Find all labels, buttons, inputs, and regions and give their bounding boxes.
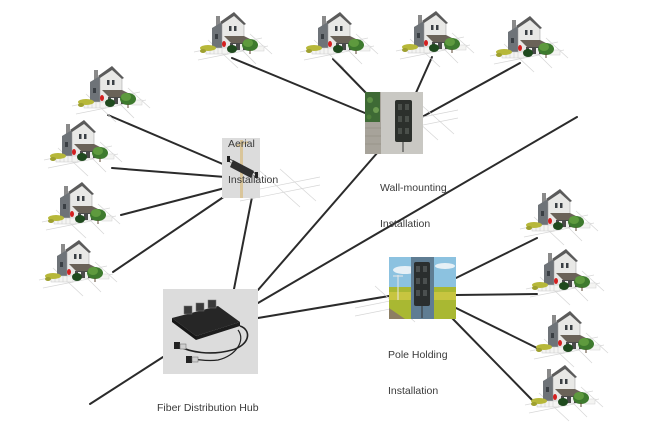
line-aerial-house-3 xyxy=(120,187,226,216)
house-pole-3 xyxy=(529,310,609,368)
line-pole-house-2 xyxy=(455,293,538,296)
line-pole-house-1 xyxy=(455,237,538,279)
wall-label-line-2: Installation xyxy=(380,218,431,230)
line-aerial-house-2 xyxy=(111,167,226,178)
pole-installation-node xyxy=(354,257,456,323)
house-aerial-1 xyxy=(71,65,151,123)
house-pole-2 xyxy=(525,248,605,306)
line-hub-bottom-left xyxy=(89,356,164,405)
wall-installation-label: Wall-mounting Installation xyxy=(380,158,447,242)
line-hub-pole xyxy=(257,295,390,319)
line-hub-top-right xyxy=(257,116,578,304)
pole-label-line-2: Installation xyxy=(388,385,439,397)
aerial-installation-node xyxy=(222,138,321,208)
pole-installation-label: Pole Holding Installation xyxy=(388,325,448,409)
wall-label-line-1: Wall-mounting xyxy=(380,182,447,194)
house-pole-1 xyxy=(519,188,599,246)
house-pole-4 xyxy=(524,364,604,422)
wall-installation-node xyxy=(365,92,459,154)
line-hub-aerial xyxy=(233,196,253,290)
line-wall-house-1 xyxy=(231,57,366,114)
aerial-installation-label: Aerial Installation xyxy=(228,114,278,198)
hub-node xyxy=(163,289,258,374)
line-wall-house-2 xyxy=(332,58,369,96)
pole-label-line-1: Pole Holding xyxy=(388,349,448,361)
hub-label: Fiber Distribution Hub xyxy=(157,378,259,426)
hub-label-line-1: Fiber Distribution Hub xyxy=(157,402,259,414)
house-aerial-4 xyxy=(38,239,118,297)
line-hub-wall xyxy=(257,151,379,291)
house-wall-2 xyxy=(299,11,379,69)
house-aerial-3 xyxy=(41,181,121,239)
line-pole-house-3 xyxy=(455,307,538,349)
line-pole-house-4 xyxy=(451,317,536,404)
line-aerial-house-1 xyxy=(107,114,226,166)
aerial-label-line-1: Aerial xyxy=(228,138,255,150)
house-aerial-2 xyxy=(43,119,123,177)
line-wall-house-3 xyxy=(414,56,433,96)
house-wall-3 xyxy=(395,10,475,68)
aerial-label-line-2: Installation xyxy=(228,174,279,186)
house-wall-4 xyxy=(489,15,569,73)
house-wall-1 xyxy=(193,11,273,69)
line-aerial-house-4 xyxy=(112,195,226,273)
line-wall-house-4 xyxy=(421,62,521,118)
